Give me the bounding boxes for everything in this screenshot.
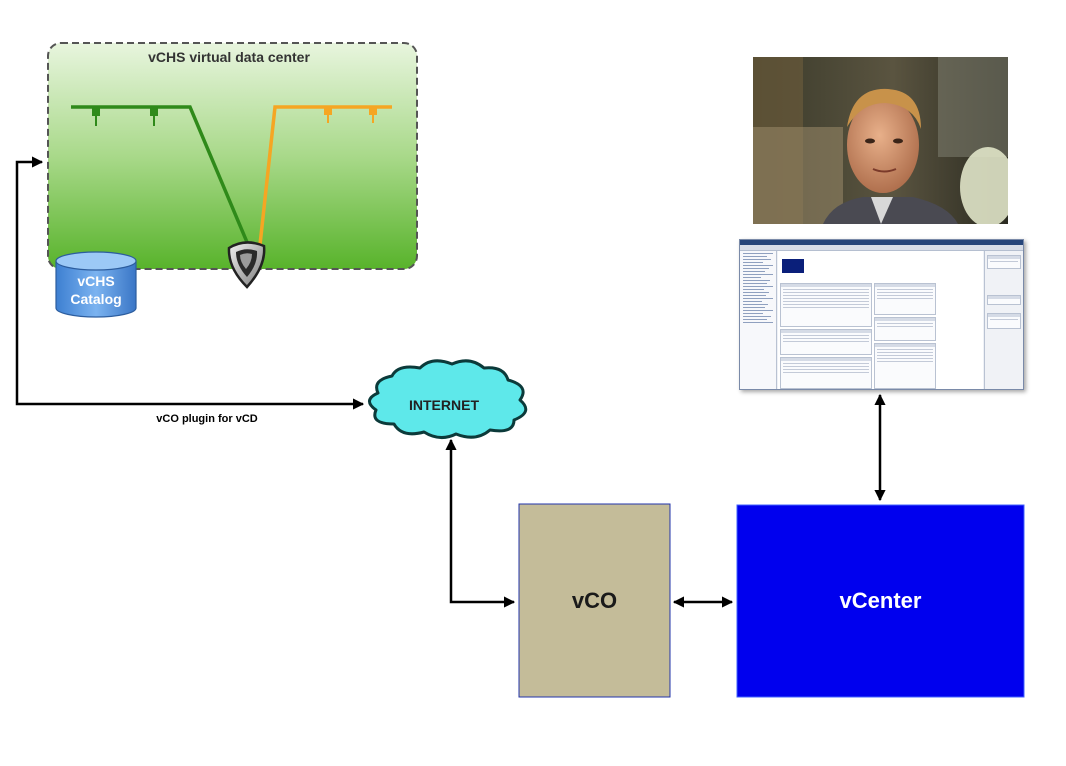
orange-network-port — [324, 107, 332, 123]
vcenter-box — [736, 504, 1025, 698]
shield-icon — [227, 241, 266, 289]
virtual-datacenter — [47, 42, 418, 270]
internet-vco-link — [445, 438, 516, 608]
vcenter-label: vCenter — [839, 588, 922, 613]
vco-plugin-label: vCO plugin for vCD — [156, 413, 258, 425]
orange-network-port — [369, 107, 377, 123]
cloud-icon — [368, 359, 528, 439]
datacenter-title: vCHS virtual data center — [148, 49, 310, 65]
tasks-panel — [984, 251, 1023, 389]
catalog-label-line1: vCHS — [77, 273, 114, 289]
vsphere-client-screenshot — [739, 239, 1024, 390]
vco-plugin-link — [15, 156, 365, 410]
internet-label: INTERNET — [409, 397, 479, 413]
vco-label: vCO — [571, 587, 618, 613]
green-network-port — [92, 107, 100, 126]
summary-panel — [778, 251, 983, 389]
inventory-tree — [740, 251, 777, 389]
portrait-photo — [753, 57, 1008, 224]
green-network-port — [150, 107, 158, 126]
vco-box — [518, 503, 671, 698]
catalog-label-line2: Catalog — [70, 291, 121, 307]
